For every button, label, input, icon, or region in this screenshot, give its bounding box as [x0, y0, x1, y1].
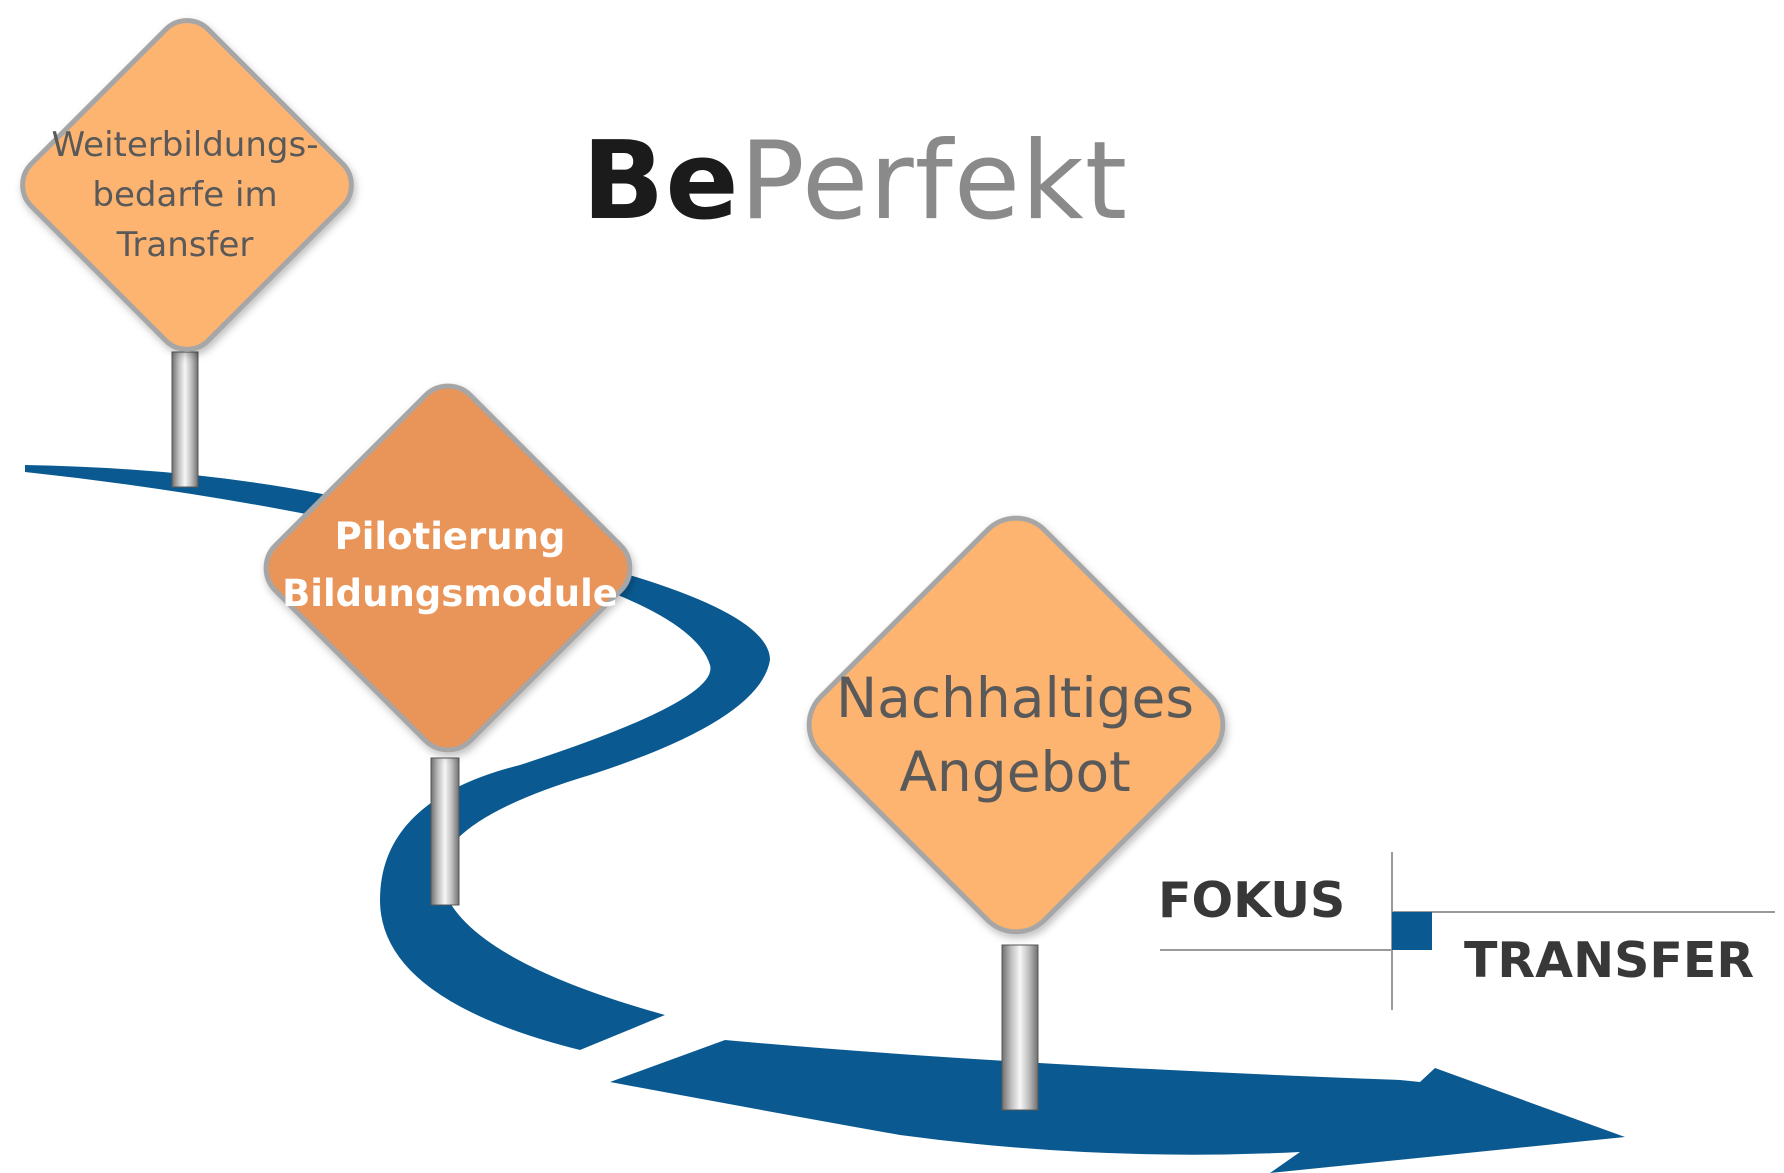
- road-path: [25, 465, 770, 1050]
- sign-3-line-1: Nachhaltiges: [835, 666, 1195, 730]
- sign-diamond-1: [20, 18, 354, 352]
- sign-2-line-1: Pilotierung: [334, 515, 566, 558]
- sign-label-2: Pilotierung Bildungsmodule: [255, 505, 645, 625]
- fokus-transfer-logo-mark: [1160, 852, 1775, 1010]
- sign-diamond-3: [806, 515, 1226, 935]
- sign-1-line-3: Transfer: [116, 225, 254, 265]
- sign-1-line-1: Weiterbildungs-: [51, 125, 319, 165]
- fokus-transfer-logo-transfer: TRANSFER: [1464, 932, 1755, 989]
- sign-2-line-2: Bildungsmodule: [282, 572, 618, 615]
- beperfekt-logo-perfekt: Perfekt: [739, 119, 1129, 244]
- sign-1-line-2: bedarfe im: [92, 175, 278, 215]
- sign-pole-3: [1001, 944, 1039, 1111]
- sign-3-line-2: Angebot: [899, 740, 1131, 804]
- sign-label-1: Weiterbildungs- bedarfe im Transfer: [35, 120, 335, 270]
- road-arrow: [610, 1040, 1625, 1173]
- sign-pole-2: [430, 757, 460, 906]
- sign-pole-1: [171, 351, 199, 488]
- sign-label-3: Nachhaltiges Angebot: [815, 650, 1215, 820]
- beperfekt-logo-be: Be: [582, 119, 740, 244]
- sign-diamond-2: [263, 383, 633, 753]
- fokus-transfer-logo-fokus: FOKUS: [1158, 872, 1346, 929]
- beperfekt-logo: BePerfekt: [582, 112, 1128, 252]
